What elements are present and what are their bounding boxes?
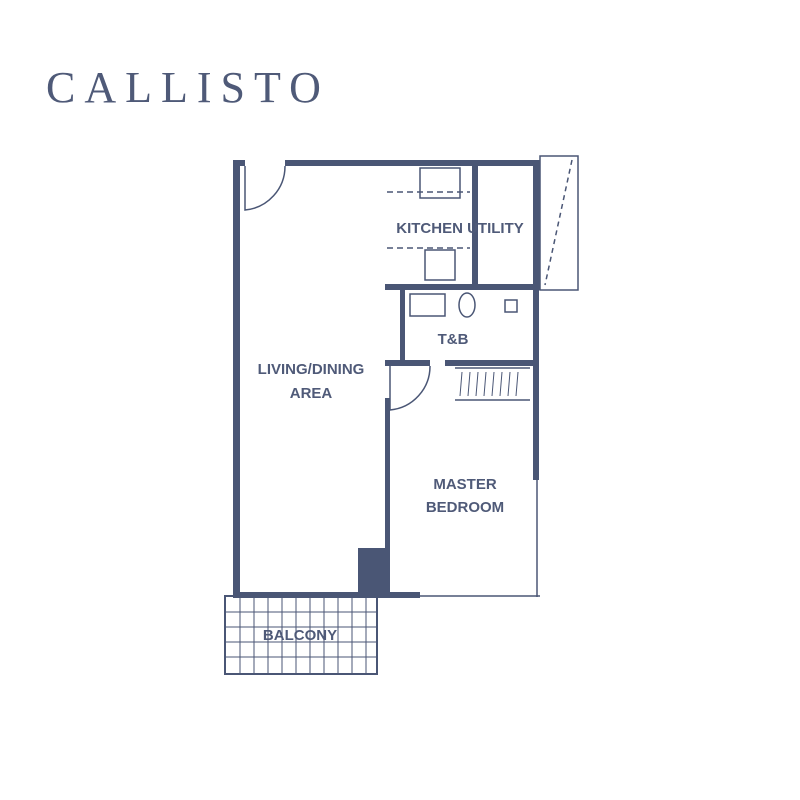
entry-door — [244, 165, 286, 211]
label-balcony: BALCONY — [263, 627, 337, 644]
wall-right-upper — [533, 160, 540, 290]
shower-drain — [504, 299, 518, 313]
toilet — [458, 292, 476, 318]
wall-tb-bottom-left — [385, 360, 430, 366]
label-living-2: AREA — [290, 385, 333, 402]
wall-tb-bottom-right — [445, 360, 537, 366]
sink — [419, 167, 461, 199]
wall-left — [233, 160, 240, 598]
callisto-logo: CALLISTO — [46, 63, 330, 112]
thin-lines — [224, 155, 579, 675]
wall-tb-left — [400, 290, 405, 362]
balcony-outline — [224, 595, 378, 675]
bedroom-door — [389, 365, 431, 411]
wall-right — [533, 290, 539, 480]
wall-kitchen-bottom — [385, 284, 540, 290]
balcony-grid — [225, 596, 377, 674]
label-tb: T&B — [438, 331, 469, 348]
label-bedroom-2: BEDROOM — [426, 499, 504, 516]
label-living-1: LIVING/DINING — [258, 361, 365, 378]
label-bedroom-1: MASTER — [433, 476, 497, 493]
lavatory — [409, 293, 446, 317]
wall-top — [285, 160, 540, 166]
wall-kitchen-utility — [472, 166, 478, 286]
wall-living-bedroom — [385, 398, 390, 558]
column — [358, 548, 390, 598]
stove — [424, 249, 456, 281]
wall-top-left — [233, 160, 245, 166]
label-kitchen-utility: KITCHEN UTILITY — [396, 220, 524, 237]
closet-hatch — [459, 371, 519, 397]
